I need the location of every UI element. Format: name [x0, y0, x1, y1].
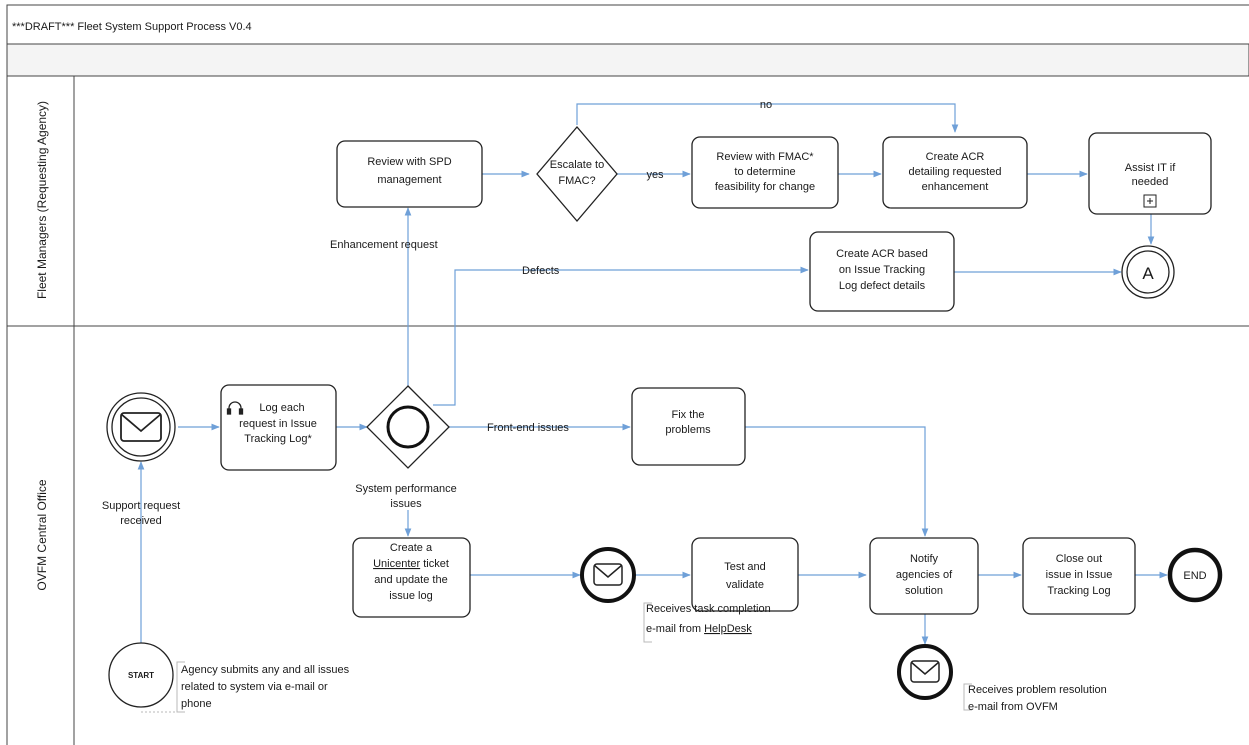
start-event[interactable]: START — [108, 642, 174, 708]
task-text: Create ACR — [926, 151, 985, 163]
offpage-link-event-a[interactable]: A — [1121, 245, 1175, 299]
flow-label-enhancement: Enhancement request — [330, 239, 438, 251]
task-test-validate[interactable]: Test and validate — [691, 537, 799, 612]
task-text: Tracking Log — [1047, 585, 1110, 597]
task-review-fmac[interactable]: Review with FMAC* to determine feasibili… — [691, 136, 839, 209]
task-text: Notify — [910, 553, 939, 565]
annotation-text: Receives task completion — [646, 603, 771, 615]
task-text: Create a — [390, 542, 433, 554]
task-text: feasibility for change — [715, 181, 815, 193]
flow-label-support-received: Support request — [102, 500, 180, 512]
task-text: on Issue Tracking — [839, 264, 925, 276]
annotation-text: HelpDesk — [704, 623, 752, 635]
task-text: ticket — [423, 558, 449, 570]
annotation-agency-submits: Agency submits any and all issues relate… — [181, 664, 350, 710]
task-text: validate — [726, 579, 764, 591]
subprocess-assist-it[interactable]: Assist IT if needed — [1088, 132, 1212, 215]
task-text: enhancement — [922, 181, 989, 193]
task-text: agencies of — [896, 569, 953, 581]
gateway-text: FMAC? — [558, 175, 595, 187]
svg-text:e-mail from HelpDesk: e-mail from HelpDesk — [646, 623, 752, 635]
annotation-text: phone — [181, 698, 212, 710]
task-text: needed — [1132, 176, 1169, 188]
task-text: Tracking Log* — [244, 433, 312, 445]
task-text: request in Issue — [239, 418, 317, 430]
pool: ***DRAFT*** Fleet System Support Process… — [6, 4, 1249, 745]
task-text: solution — [905, 585, 943, 597]
task-text: to determine — [734, 166, 795, 178]
lane-label-fleet-managers: Fleet Managers (Requesting Agency) — [35, 101, 49, 299]
envelope-icon — [593, 563, 623, 586]
task-create-acr-enhancement[interactable]: Create ACR detailing requested enhanceme… — [882, 136, 1028, 209]
task-text: issue log — [389, 590, 432, 602]
subprocess-plus-icon[interactable] — [1143, 194, 1157, 208]
task-review-spd[interactable]: Review with SPD management — [336, 140, 483, 208]
gateway-event-based[interactable] — [366, 385, 450, 469]
offpage-label: A — [1142, 264, 1154, 283]
annotation-connectors — [141, 602, 972, 713]
task-text: Assist IT if — [1125, 162, 1176, 174]
end-label: END — [1183, 570, 1206, 582]
task-text: Unicenter — [373, 558, 420, 570]
annotation-ovfm-mail: Receives problem resolution e-mail from … — [968, 684, 1107, 713]
task-create-acr-defect[interactable]: Create ACR based on Issue Tracking Log d… — [809, 231, 955, 312]
task-text: problems — [665, 424, 711, 436]
envelope-icon — [120, 412, 162, 442]
task-text: detailing requested — [909, 166, 1002, 178]
task-log-request[interactable]: Log each request in Issue Tracking Log* — [220, 384, 337, 471]
task-create-ticket[interactable]: Create a Unicenter ticket and update the… — [352, 537, 471, 618]
flow-label-yes: yes — [646, 169, 664, 181]
svg-text:Unicenter ticket: Unicenter ticket — [373, 558, 449, 570]
flow-label-front-end: Front-end issues — [487, 422, 569, 434]
end-event[interactable]: END — [1167, 547, 1223, 603]
task-text: Fix the — [671, 409, 704, 421]
task-text: Create ACR based — [836, 248, 928, 260]
flow-label-system-perf: issues — [390, 498, 422, 510]
annotation-text: e-mail from — [646, 623, 701, 635]
task-notify-agencies[interactable]: Notify agencies of solution — [869, 537, 979, 615]
pool-title: ***DRAFT*** Fleet System Support Process… — [12, 21, 252, 33]
task-close-out[interactable]: Close out issue in Issue Tracking Log — [1022, 537, 1136, 615]
headset-icon — [226, 401, 244, 415]
task-text: Test and — [724, 561, 766, 573]
gateway-text: Escalate to — [550, 159, 604, 171]
annotation-helpdesk-mail: Receives task completion e-mail from Hel… — [646, 603, 771, 635]
task-text: Log defect details — [839, 280, 926, 292]
task-text: and update the — [374, 574, 447, 586]
lane-fleet-managers: Fleet Managers (Requesting Agency) — [35, 101, 49, 299]
sequence-flows — [137, 103, 1168, 648]
task-text: management — [377, 174, 441, 186]
annotation-text: Agency submits any and all issues — [181, 664, 350, 676]
task-text: Review with SPD — [367, 156, 451, 168]
flow-label-system-perf: System performance — [355, 483, 456, 495]
lane-label-ovfm: OVFM Central Office — [35, 479, 49, 590]
task-text: Close out — [1056, 553, 1102, 565]
annotation-text: related to system via e-mail or — [181, 681, 328, 693]
task-fix-problems[interactable]: Fix the problems — [631, 387, 746, 466]
envelope-icon — [910, 660, 940, 683]
svg-text:Review with SPD: Review with SPD — [367, 156, 451, 168]
annotation-text: Receives problem resolution — [968, 684, 1107, 696]
annotation-text: e-mail from OVFM — [968, 701, 1058, 713]
start-label: START — [128, 671, 154, 680]
svg-text:management: management — [377, 174, 441, 186]
task-text: issue in Issue — [1046, 569, 1113, 581]
gateway-escalate[interactable]: Escalate to FMAC? — [536, 125, 618, 223]
intermediate-message-event-helpdesk[interactable] — [580, 547, 636, 603]
flow-label-support-received: received — [120, 515, 162, 527]
lane-ovfm: OVFM Central Office — [35, 479, 49, 590]
end-message-event-ovfm[interactable] — [897, 644, 953, 700]
flow-labels: no yes Enhancement request Defects Front… — [102, 99, 772, 527]
flow-label-defects: Defects — [522, 265, 560, 277]
start-message-event[interactable] — [106, 392, 176, 462]
task-text: Log each — [259, 402, 304, 414]
task-text: Review with FMAC* — [716, 151, 814, 163]
flow-label-no: no — [760, 99, 772, 111]
